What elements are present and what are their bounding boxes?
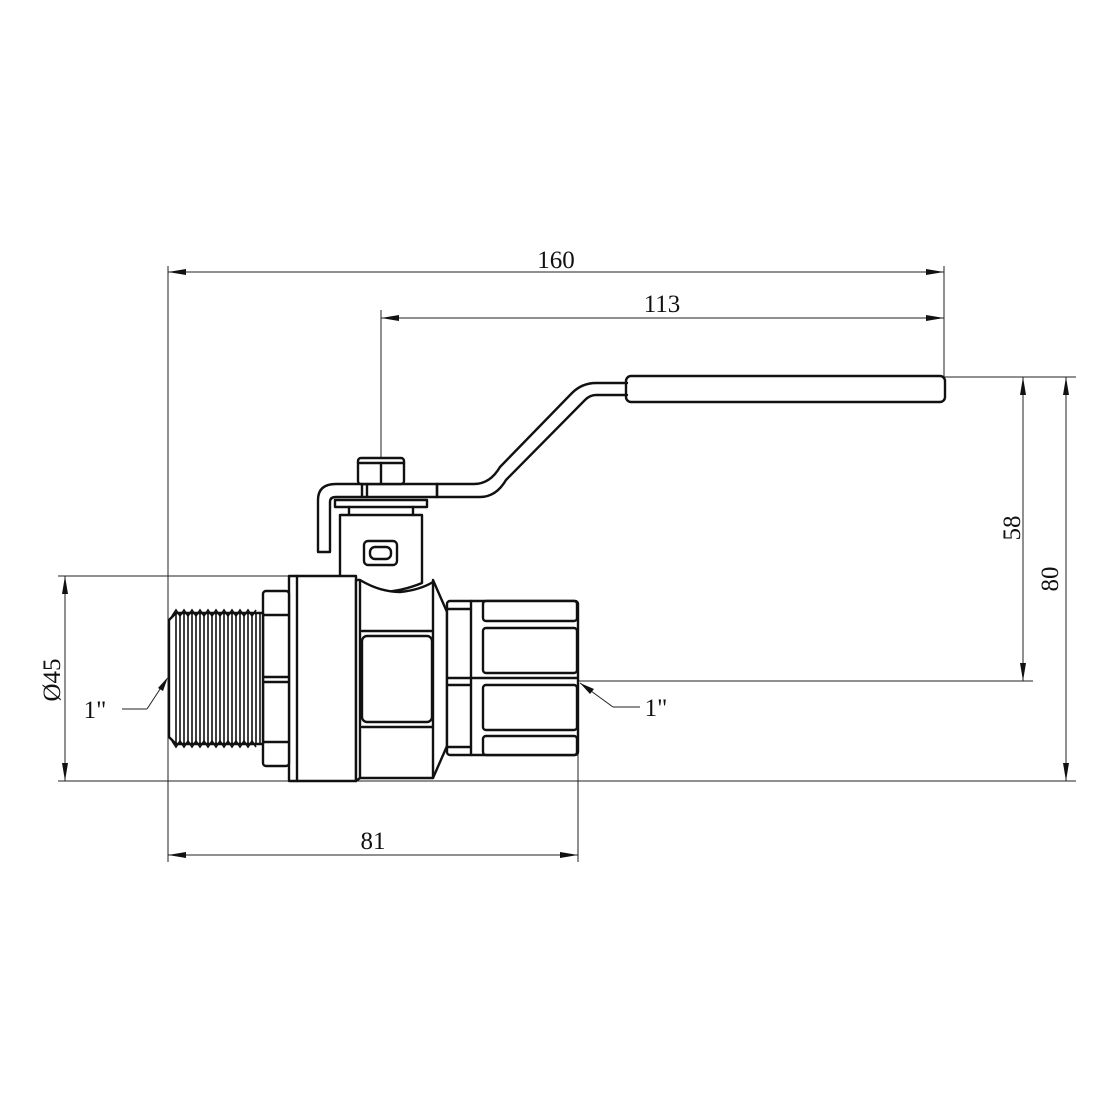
callout-male-thread: 1" [84,677,168,724]
female-thread-end [445,599,580,757]
male-thread [167,608,265,749]
dimension-label-81: 81 [361,828,386,855]
valve-body-ring [287,574,358,783]
male-end-hex [261,589,291,768]
extension-lines [58,266,1076,862]
dimension-body-diameter: Ø45 [39,576,68,781]
stem-neck [333,498,429,594]
callout-label-male-1-inch: 1" [84,697,107,724]
dimension-body-length: 81 [168,828,578,858]
dimension-handle-length: 113 [381,291,944,321]
stem-nut [356,456,406,499]
dimension-label-160: 160 [537,247,575,274]
dimension-overall-length: 160 [168,247,944,275]
dimension-overall-height: 80 [1037,377,1069,781]
lever-handle [316,374,947,554]
callout-label-female-1-inch: 1" [645,695,668,722]
dimension-label-113: 113 [644,291,681,318]
dimension-label-diameter-45: Ø45 [39,658,66,701]
dimension-handle-height: 58 [999,377,1026,681]
handle-grip [624,374,947,404]
valve-body-center [354,578,449,783]
dimension-label-80: 80 [1037,567,1064,592]
dimension-label-58: 58 [999,516,1026,541]
callout-female-thread: 1" [579,682,668,722]
